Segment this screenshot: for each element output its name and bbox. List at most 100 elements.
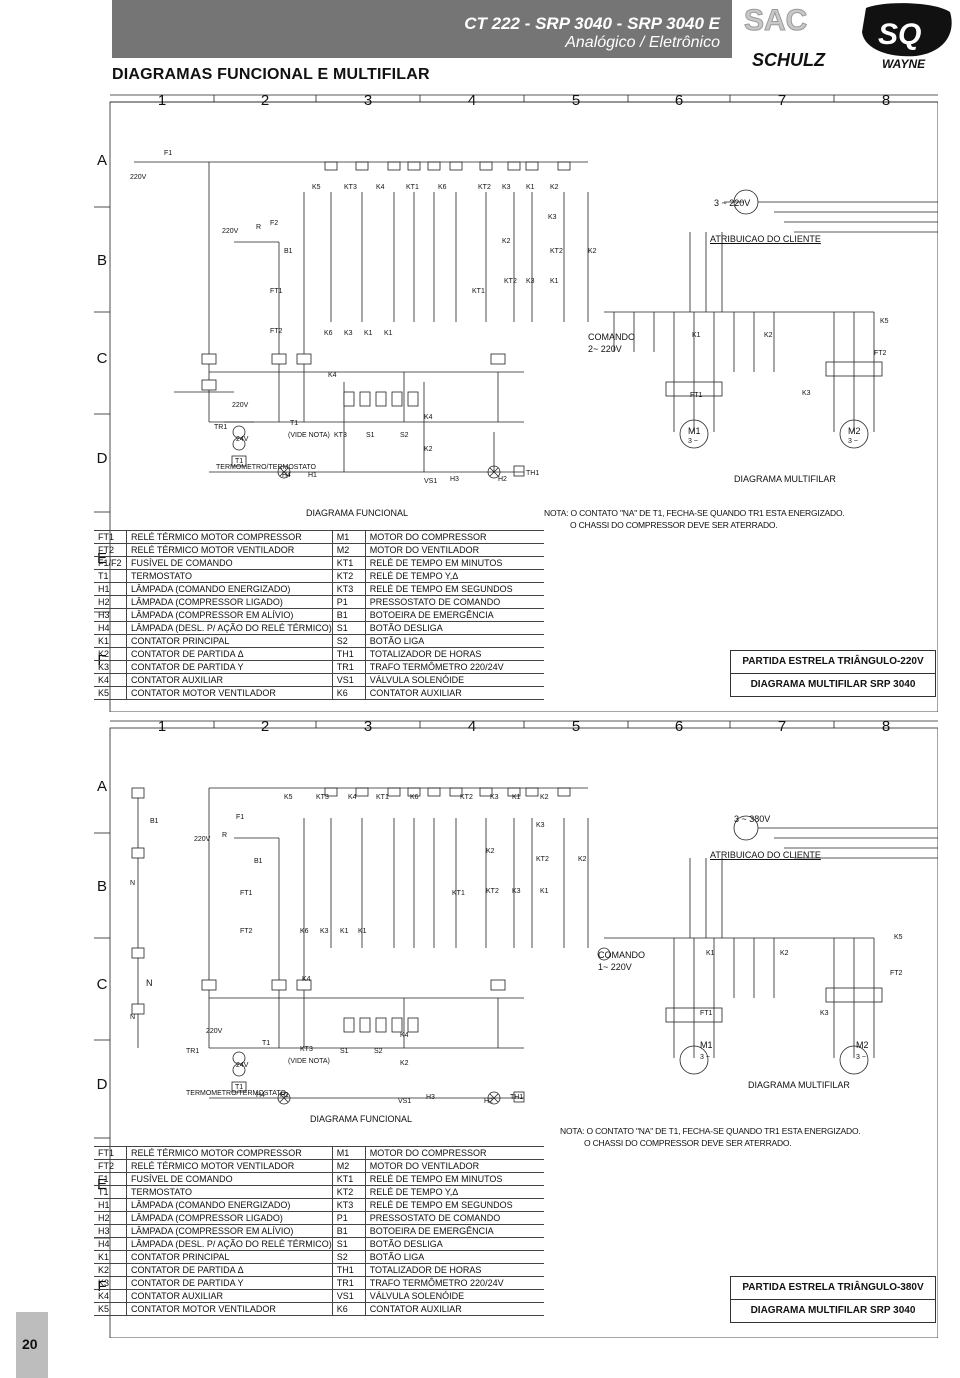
legend-description: LÂMPADA (COMPRESSOR EM ALÍVIO) (126, 608, 333, 622)
t1-label: T1 (235, 1084, 244, 1091)
sq-logo-shape (862, 3, 952, 57)
vs1-label: VS1 (398, 1098, 412, 1105)
k1-label: K1 (512, 794, 521, 801)
column-label: 8 (881, 718, 891, 735)
legend-code: P1 (332, 595, 366, 609)
m1-phase: 3 ~ (688, 438, 698, 445)
legend-description: PRESSOSTATO DE COMANDO (365, 595, 544, 609)
v24-label: 24V (236, 436, 249, 443)
legend-code: H3 (94, 1224, 127, 1238)
brand-logo-group: SAC SCHULZ SQ WAYNE (744, 3, 952, 71)
legend-description: TERMOSTATO (126, 569, 333, 583)
k5-label: K5 (880, 318, 889, 325)
legend-description: RELÉ TÉRMICO MOTOR COMPRESSOR (126, 1146, 333, 1160)
legend-code: H1 (94, 1198, 127, 1212)
m2-phase: 3 ~ (856, 1054, 866, 1061)
document-subtitle: Analógico / Eletrônico (565, 34, 720, 51)
legend-code: K6 (332, 1302, 366, 1316)
sheet-380v: 1 2 3 4 5 6 7 8 A B C D E F 220V 220V N … (94, 718, 938, 1338)
k2-label: K2 (424, 446, 433, 453)
ft1-label: FT1 (270, 288, 283, 295)
legend-description: LÂMPADA (COMPRESSOR LIGADO) (126, 595, 333, 609)
legend-code: M2 (332, 1159, 366, 1173)
comando-voltage: 2~ 220V (588, 344, 622, 354)
k1-label: K1 (340, 928, 349, 935)
legend-description: BOTÃO LIGA (365, 1250, 544, 1264)
k2-label: K2 (764, 332, 773, 339)
ft2-label: FT2 (270, 328, 283, 335)
vide-nota-label: (VIDE NOTA) (288, 432, 330, 439)
vide-nota-label: (VIDE NOTA) (288, 1058, 330, 1065)
k3-label: K3 (344, 330, 353, 337)
t1-label: T1 (290, 420, 299, 427)
h1-label: H1 (308, 472, 317, 479)
legend-code: K6 (332, 686, 366, 700)
multifilar-label: DIAGRAMA MULTIFILAR (748, 1080, 850, 1090)
k1-label: K1 (540, 888, 549, 895)
f1-label: F1 (236, 814, 245, 821)
column-label: 5 (571, 92, 581, 109)
legend-code: TR1 (332, 660, 366, 674)
kt3-label: KT3 (344, 184, 357, 191)
kt2-label: KT2 (486, 888, 499, 895)
m1-label: M1 (700, 1040, 713, 1050)
k5-label: K5 (894, 934, 903, 941)
title-block: PARTIDA ESTRELA TRIÂNGULO-220V DIAGRAMA … (730, 650, 936, 697)
funcional-label: DIAGRAMA FUNCIONAL (306, 508, 409, 518)
multifilar-label: DIAGRAMA MULTIFILAR (734, 474, 836, 484)
legend-description: FUSÍVEL DE COMANDO (126, 1172, 333, 1186)
title-block: PARTIDA ESTRELA TRIÂNGULO-380V DIAGRAMA … (730, 1276, 936, 1323)
column-label: 1 (157, 718, 167, 735)
comando-voltage: 1~ 220V (598, 962, 632, 972)
k2-label: K2 (400, 1060, 409, 1067)
h2-label: H2 (498, 476, 507, 483)
b1-label: B1 (254, 858, 263, 865)
column-label: 2 (260, 718, 270, 735)
termometro-label: TERMOMETRO/TERMOSTATO (186, 1090, 286, 1097)
legend-code: S2 (332, 1250, 366, 1264)
legend-description: BOTÃO DESLIGA (365, 621, 544, 635)
t1-label: T1 (235, 458, 244, 465)
h3-label: H3 (426, 1094, 435, 1101)
column-label: 6 (674, 718, 684, 735)
column-label: 3 (363, 718, 373, 735)
f2-label: F2 (270, 220, 279, 227)
k4-label: K4 (328, 372, 337, 379)
title-bottom: DIAGRAMA MULTIFILAR SRP 3040 (750, 1305, 916, 1316)
s2-label: S2 (374, 1048, 383, 1055)
legend-code: VS1 (332, 673, 366, 687)
t1-label: T1 (262, 1040, 271, 1047)
k1-label: K1 (358, 928, 367, 935)
note-line-2: O CHASSI DO COMPRESSOR DEVE SER ATERRADO… (584, 1138, 792, 1148)
k2-label: K2 (588, 248, 597, 255)
k1-label: K1 (692, 332, 701, 339)
legend-code: KT2 (332, 569, 366, 583)
title-top: PARTIDA ESTRELA TRIÂNGULO-380V (731, 1277, 935, 1300)
ft2-label: FT2 (890, 970, 903, 977)
column-label: 1 (157, 92, 167, 109)
k3-label: K3 (526, 278, 535, 285)
k1-label: K1 (706, 950, 715, 957)
legend-description: CONTATOR DE PARTIDA Y (126, 660, 333, 674)
kt3-label: KT3 (334, 432, 347, 439)
legend-description: TOTALIZADOR DE HORAS (365, 1263, 544, 1277)
k3-label: K3 (820, 1010, 829, 1017)
legend-description: CONTATOR AUXILIAR (126, 1289, 333, 1303)
row-label: A (96, 152, 107, 169)
legend-code: K2 (94, 1263, 127, 1277)
k6-label: K6 (438, 184, 447, 191)
k1-label: K1 (550, 278, 559, 285)
